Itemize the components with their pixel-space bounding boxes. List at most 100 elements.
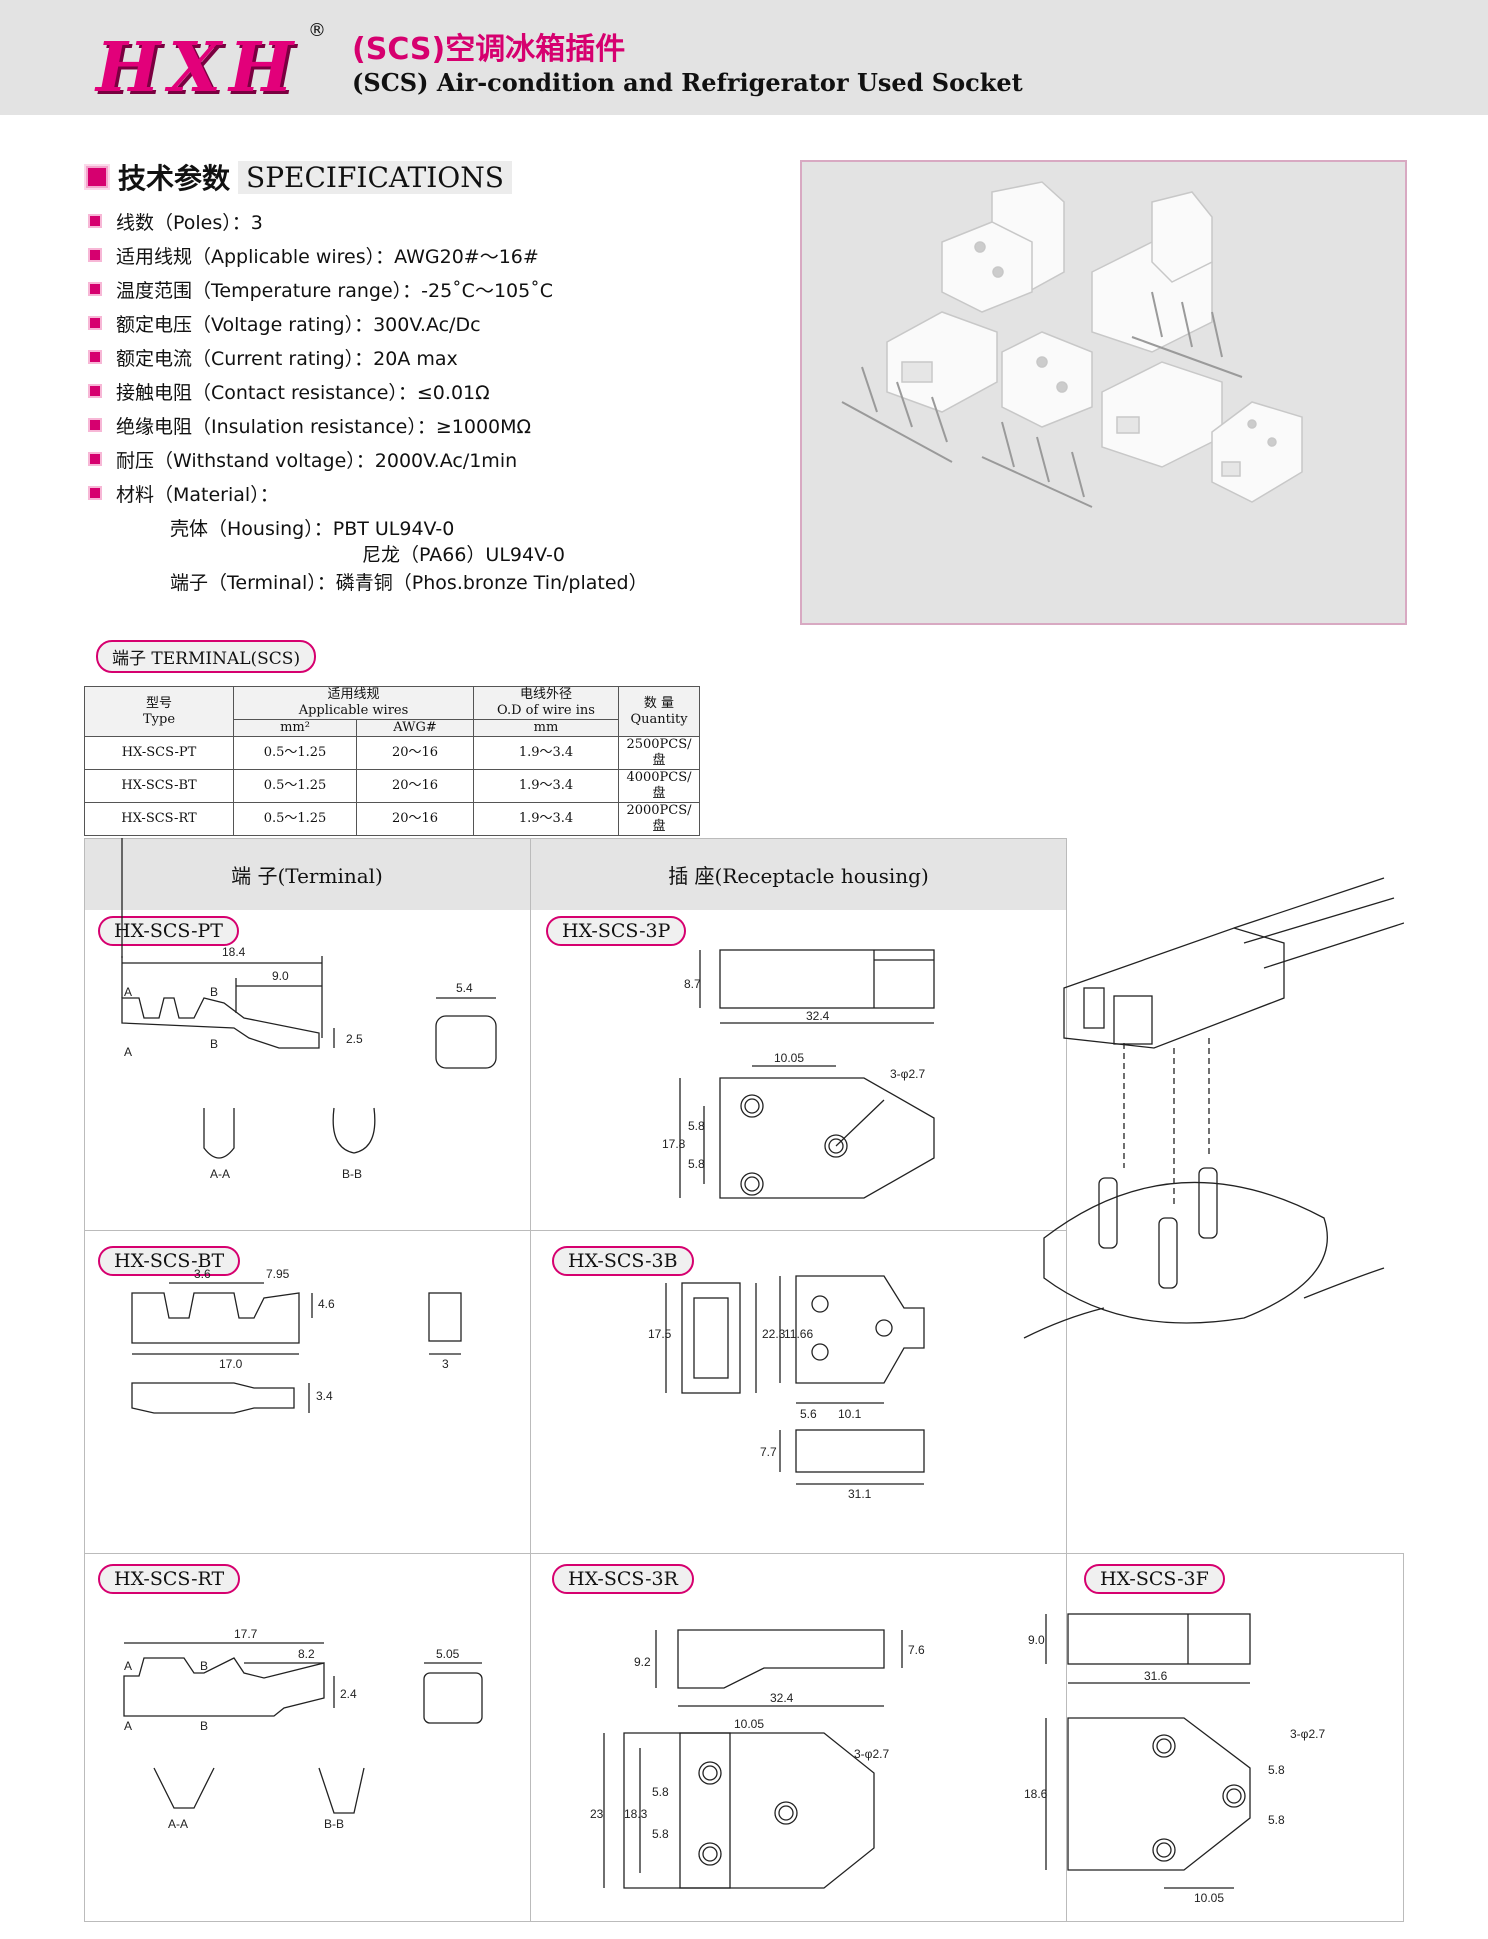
page-header	[0, 0, 1488, 115]
dim-text: 17.5	[648, 1327, 672, 1341]
divider	[84, 1921, 1404, 1922]
dim-text: B	[210, 1037, 218, 1051]
dim-text: 10.05	[734, 1717, 764, 1731]
divider	[1403, 1553, 1404, 1922]
specifications-heading: 技术参数 SPECIFICATIONS	[86, 160, 512, 195]
dim-text: 17.7	[234, 1627, 258, 1641]
cell-mm2: 0.5～1.25	[233, 802, 357, 836]
dim-text: 22.3	[762, 1327, 786, 1341]
dim-text: 5.8	[688, 1119, 705, 1133]
th-mm2: mm²	[233, 719, 357, 737]
dim-text: 5.8	[688, 1157, 705, 1171]
dim-text: 7.95	[266, 1267, 290, 1281]
dim-text: 5.05	[436, 1647, 460, 1661]
spec-text: 耐压（Withstand voltage）：2000V.Ac/1min	[116, 449, 518, 472]
dim-text: 3-φ2.7	[854, 1747, 889, 1761]
divider	[84, 838, 1066, 839]
label-hx-scs-3p: HX-SCS-3P	[546, 916, 687, 946]
bullet-icon	[88, 248, 102, 262]
cell-type: HX-SCS-RT	[84, 802, 234, 836]
spec-text: 绝缘电阻（Insulation resistance）：≥1000MΩ	[116, 415, 532, 438]
cell-awg: 20～16	[356, 769, 474, 803]
label-hx-scs-rt: HX-SCS-RT	[98, 1564, 241, 1594]
th-qty-cn: 数 量	[643, 695, 675, 711]
dim-text: 11.66	[784, 1327, 813, 1341]
cell-qty: 2000PCS/盘	[618, 802, 700, 836]
spec-text: 线数（Poles）：3	[116, 211, 263, 234]
cell-qty: 4000PCS/盘	[618, 769, 700, 803]
label-hx-scs-3b: HX-SCS-3B	[552, 1246, 694, 1276]
cell-od: 1.9～3.4	[473, 769, 619, 803]
dim-text: 31.6	[1144, 1669, 1168, 1683]
spec-text: 接触电阻（Contact resistance）：≤0.01Ω	[116, 381, 490, 404]
divider	[530, 838, 531, 1922]
bullet-icon	[88, 384, 102, 398]
th-od-en: O.D of wire ins	[497, 703, 595, 718]
product-photo-illustration	[841, 181, 1303, 508]
col-header-text: 插 座(Receptacle housing)	[668, 863, 929, 888]
dim-text: 10.05	[1194, 1891, 1224, 1905]
cell-type: HX-SCS-PT	[84, 736, 234, 770]
spec-item: 适用线规（Applicable wires）：AWG20#～16#	[88, 238, 768, 272]
dim-text: 23	[590, 1807, 604, 1821]
cell-awg: 20～16	[356, 802, 474, 836]
dim-text: 7.6	[908, 1643, 925, 1657]
dim-text: 5.8	[1268, 1813, 1285, 1827]
brand-logo: HXH	[96, 28, 302, 108]
dim-text: 3-φ2.7	[890, 1067, 925, 1081]
th-wires-cn: 适用线规	[327, 687, 380, 702]
dim-text: 5.8	[652, 1827, 669, 1841]
spec-list: 线数（Poles）：3 适用线规（Applicable wires）：AWG20…	[88, 204, 768, 510]
th-od-cn: 电线外径	[519, 687, 572, 702]
label-hx-scs-3r: HX-SCS-3R	[552, 1564, 694, 1594]
dim-text: 5.4	[456, 981, 473, 995]
spec-heading-en: SPECIFICATIONS	[238, 160, 512, 194]
dim-text: 2.5	[346, 1032, 363, 1046]
dim-text: 2.4	[340, 1687, 357, 1701]
dim-text: 3.6	[194, 1267, 211, 1281]
spec-item: 额定电压（Voltage rating）：300V.Ac/Dc	[88, 306, 768, 340]
dim-text: B-B	[342, 1167, 362, 1181]
cell-od: 1.9～3.4	[473, 802, 619, 836]
dim-text: A	[124, 1659, 132, 1673]
dim-text: A	[124, 985, 132, 999]
col-header-text: 端 子(Terminal)	[231, 863, 383, 888]
material-housing-2: 尼龙（PA66）UL94V-0	[362, 544, 565, 566]
dim-text: A	[124, 1045, 132, 1059]
divider	[84, 838, 85, 1922]
th-wires-en: Applicable wires	[298, 703, 409, 718]
divider	[84, 1230, 1066, 1231]
dim-text: 18.6	[1024, 1787, 1048, 1801]
dim-text: 3-φ2.7	[1290, 1727, 1325, 1741]
spec-item: 温度范围（Temperature range）：-25˚C～105˚C	[88, 272, 768, 306]
bullet-icon	[88, 486, 102, 500]
dim-text: B	[200, 1719, 208, 1733]
cell-awg: 20～16	[356, 736, 474, 770]
dim-text: 9.0	[272, 969, 289, 983]
spec-text: 温度范围（Temperature range）：-25˚C～105˚C	[116, 279, 553, 302]
bullet-icon	[88, 214, 102, 228]
terminal-table-label: 端子 TERMINAL(SCS)	[96, 640, 317, 673]
col-header-housing: 插 座(Receptacle housing)	[531, 838, 1066, 910]
spec-item: 额定电流（Current rating）：20A max	[88, 340, 768, 374]
dim-text: 5.8	[1268, 1763, 1285, 1777]
spec-item: 接触电阻（Contact resistance）：≤0.01Ω	[88, 374, 768, 408]
label-hx-scs-bt: HX-SCS-BT	[98, 1246, 241, 1276]
registered-mark: ®	[308, 20, 326, 41]
technical-drawings: 18.4 9.0 5.4 2.5 A A B B A-A B-B 8.7 32.…	[121, 838, 1404, 1905]
dim-text: 31.1	[848, 1487, 872, 1501]
cell-mm2: 0.5～1.25	[233, 736, 357, 770]
dim-text: 10.1	[838, 1407, 862, 1421]
dim-text: 17.0	[219, 1357, 243, 1371]
cell-od: 1.9～3.4	[473, 736, 619, 770]
cell-type: HX-SCS-BT	[84, 769, 234, 803]
dim-text: A-A	[210, 1167, 230, 1181]
dim-text: 17.8	[662, 1137, 686, 1151]
cell-mm2: 0.5～1.25	[233, 769, 357, 803]
bullet-icon	[88, 316, 102, 330]
